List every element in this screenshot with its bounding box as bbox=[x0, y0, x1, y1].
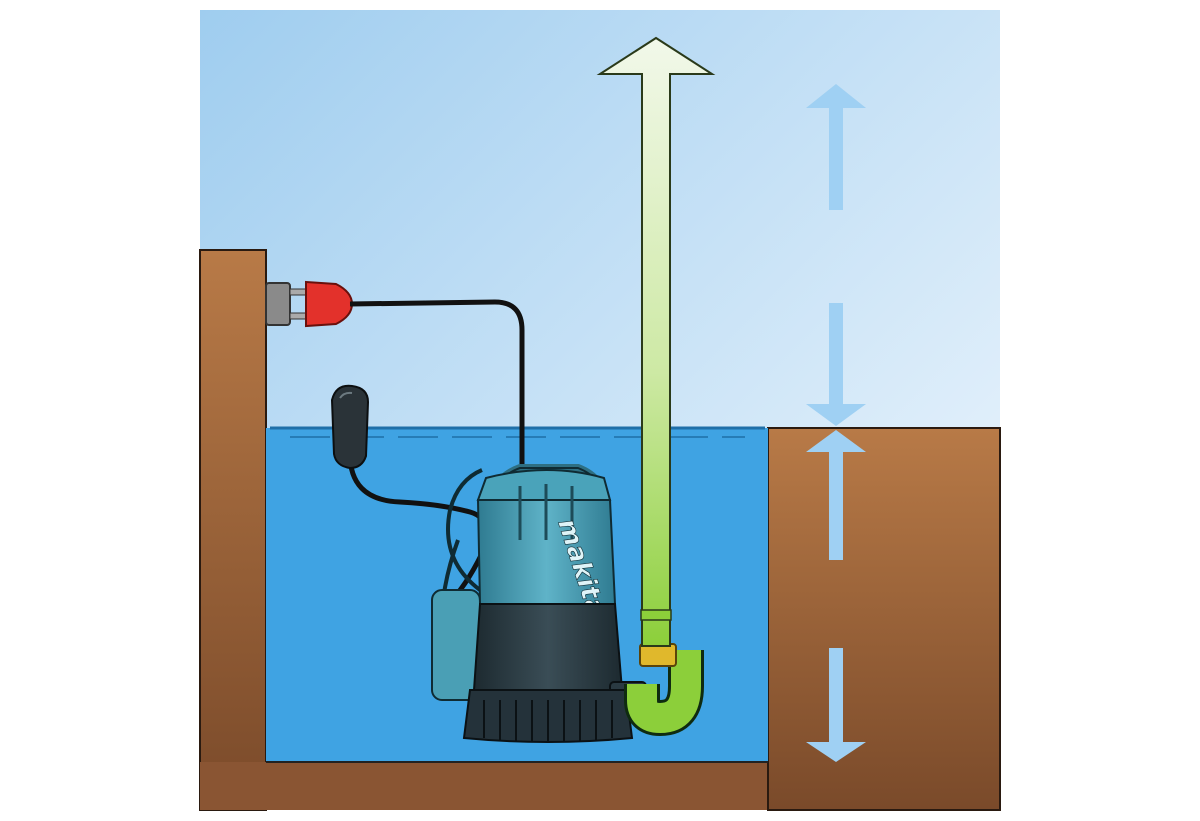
float-switch bbox=[330, 384, 370, 470]
hose-coupling bbox=[639, 643, 677, 667]
soil-left-wall bbox=[199, 249, 267, 811]
level-arrow-up-from-surface bbox=[806, 430, 866, 560]
pump-body-bottom bbox=[472, 603, 624, 702]
pump-vent-ribs bbox=[518, 484, 574, 540]
pump-cap bbox=[476, 469, 612, 501]
float-switch-cable bbox=[347, 449, 490, 602]
level-arrow-up bbox=[806, 84, 866, 210]
hose-elbow-fill bbox=[627, 650, 701, 734]
pump-side-float bbox=[431, 589, 481, 701]
discharge-hose-arrow bbox=[596, 36, 716, 647]
level-arrow-down-to-floor bbox=[806, 648, 866, 762]
level-arrow-down-to-surface bbox=[806, 303, 866, 426]
hose-band-top bbox=[640, 609, 672, 621]
wall-outlet bbox=[265, 282, 291, 326]
pump-base-ribs bbox=[483, 700, 613, 742]
power-cable bbox=[349, 299, 525, 470]
soil-right-block bbox=[767, 427, 1001, 811]
